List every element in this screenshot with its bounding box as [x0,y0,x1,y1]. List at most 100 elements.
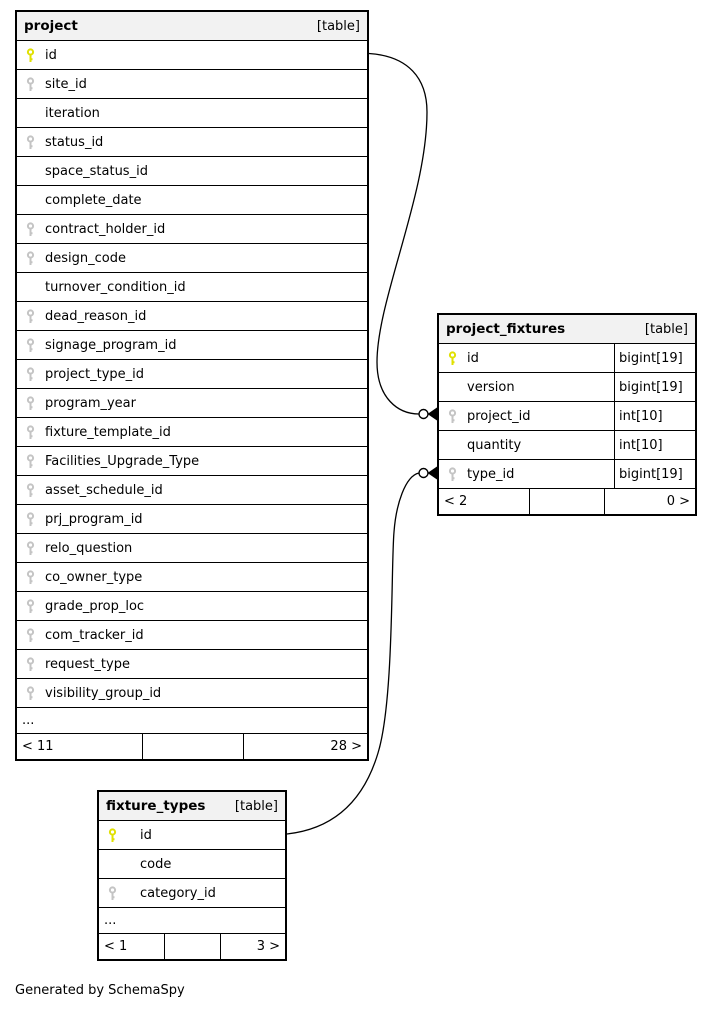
column-name: Facilities_Upgrade_Type [45,453,200,469]
footer-left-count: < 1 [99,934,166,959]
foreign-key-icon [17,221,45,237]
column-name: visibility_group_id [45,685,162,701]
column-row: iteration [17,99,367,128]
column-type: int[10] [614,402,695,430]
column-name: turnover_condition_id [45,279,186,295]
foreign-key-icon [17,656,45,672]
footer-middle-cell [143,734,244,759]
column-name: program_year [45,395,136,411]
column-name-cell: fixture_template_id [17,418,367,446]
footer-left-count: < 11 [17,734,143,759]
column-name: dead_reason_id [45,308,147,324]
table-name[interactable]: fixture_types [106,798,206,814]
column-name-cell: visibility_group_id [17,679,367,707]
column-row: project_type_id [17,360,367,389]
foreign-key-icon [17,134,45,150]
foreign-key-icon [17,424,45,440]
foreign-key-icon [17,685,45,701]
footer-right-count: 0 > [666,494,691,509]
foreign-key-icon [17,366,45,382]
column-name: quantity [467,437,522,453]
footer-right-count: 3 > [256,939,280,954]
column-row: dead_reason_id [17,302,367,331]
column-name-cell: dead_reason_id [17,302,367,330]
column-name: design_code [45,250,126,266]
table-name[interactable]: project [24,18,78,34]
column-name-cell: turnover_condition_id [17,273,367,301]
foreign-key-icon [17,395,45,411]
column-row: site_id [17,70,367,99]
foreign-key-icon [17,598,45,614]
column-name-cell: program_year [17,389,367,417]
column-name-cell: design_code [17,244,367,272]
relationship-line-fixture-types-to-project-fixtures [286,472,420,835]
column-row: Facilities_Upgrade_Type [17,447,367,476]
column-name-cell: Facilities_Upgrade_Type [17,447,367,475]
column-row: id [99,821,285,850]
cardinality-circle-icon [418,467,429,479]
column-name: category_id [140,885,216,901]
column-name-cell: id [439,344,614,372]
table-header: project_fixtures[table] [439,315,695,344]
column-name-cell: status_id [17,128,367,156]
foreign-key-icon [17,540,45,556]
column-name-cell: version [439,373,614,401]
foreign-key-icon [17,482,45,498]
column-name-cell: relo_question [17,534,367,562]
cardinality-circle-icon [418,408,429,420]
column-name-cell: type_id [439,460,614,488]
column-name-cell: id [17,41,367,69]
arrowhead-icon [427,407,437,421]
truncated-columns-ellipsis: ... [99,908,285,934]
column-row: status_id [17,128,367,157]
column-row: category_id [99,879,285,908]
column-name-cell: project_type_id [17,360,367,388]
column-type: int[10] [614,431,695,459]
column-name-cell: signage_program_id [17,331,367,359]
column-type: bigint[19] [614,344,695,372]
column-row: com_tracker_id [17,621,367,650]
primary-key-icon [17,47,45,63]
column-row: program_year [17,389,367,418]
foreign-key-icon [17,511,45,527]
column-name: contract_holder_id [45,221,166,237]
column-name-cell: com_tracker_id [17,621,367,649]
column-name-cell: grade_prop_loc [17,592,367,620]
column-name: relo_question [45,540,133,556]
table-name[interactable]: project_fixtures [446,321,566,337]
column-name: request_type [45,656,130,672]
arrowhead-icon [427,466,437,480]
column-name: project_id [467,408,531,424]
column-row: quantity int[10] [439,431,695,460]
column-name: project_type_id [45,366,145,382]
footer-middle-cell [530,489,605,514]
column-name: version [467,379,515,395]
column-name-cell: request_type [17,650,367,678]
column-name-cell: space_status_id [17,157,367,185]
generator-note: Generated by SchemaSpy [15,983,185,998]
table-pager-footer: < 1 3 > [99,934,285,959]
column-row: contract_holder_id [17,215,367,244]
column-row: prj_program_id [17,505,367,534]
footer-left-count: < 2 [439,489,531,514]
column-name-cell: site_id [17,70,367,98]
column-name: id [467,350,479,366]
column-row: turnover_condition_id [17,273,367,302]
column-row: relo_question [17,534,367,563]
column-name: id [45,47,57,63]
table-header: project[table] [17,12,367,41]
truncated-columns-ellipsis: ... [17,708,367,734]
column-name: co_owner_type [45,569,143,585]
column-name: type_id [467,466,515,482]
column-row: request_type [17,650,367,679]
column-name: fixture_template_id [45,424,171,440]
foreign-key-icon [17,250,45,266]
column-row: asset_schedule_id [17,476,367,505]
column-row: grade_prop_loc [17,592,367,621]
foreign-key-icon [439,466,467,482]
foreign-key-icon [99,885,127,901]
column-name-cell: prj_program_id [17,505,367,533]
